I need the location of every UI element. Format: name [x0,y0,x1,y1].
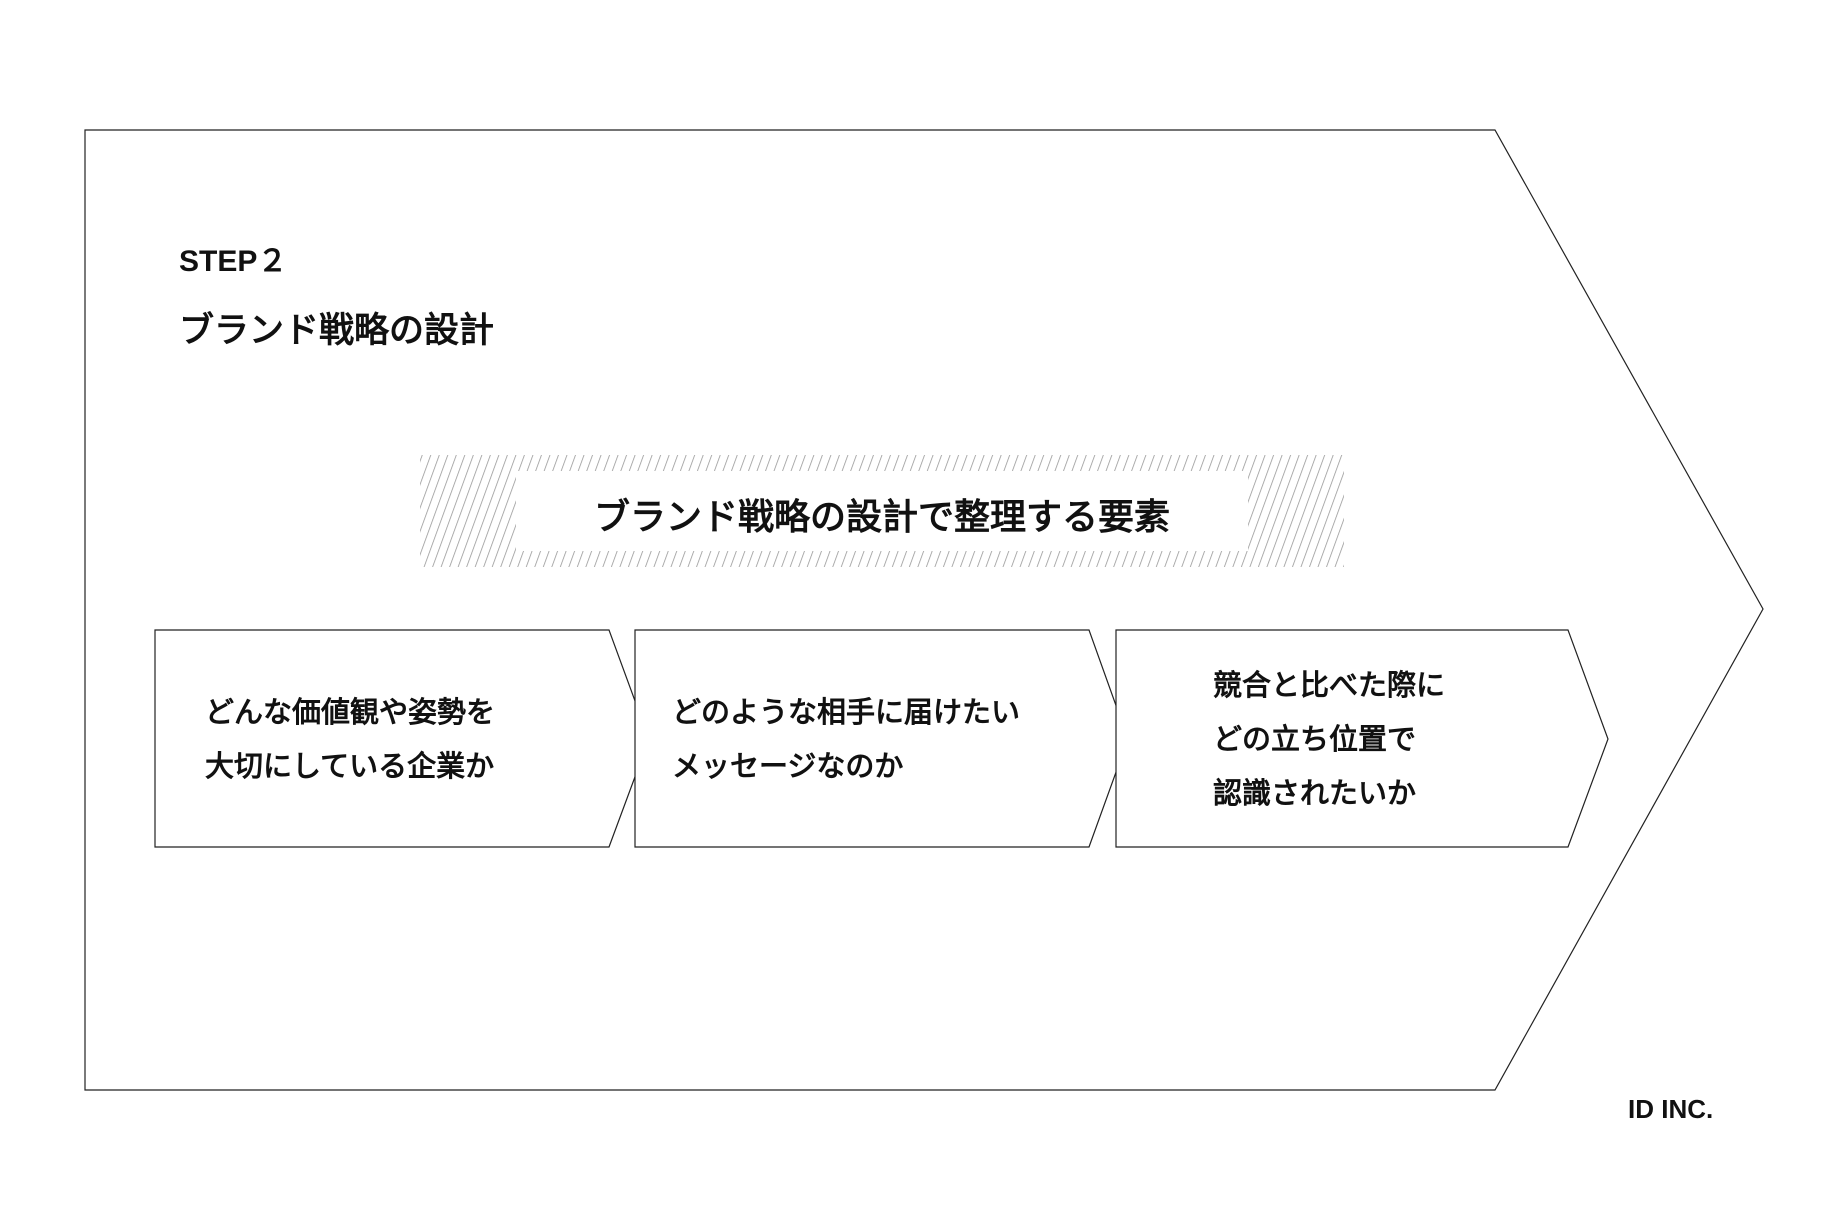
element-line: 大切にしている企業か [205,748,495,783]
element-line: 認識されたいか [1213,775,1417,810]
element-box-3: 競合と比べた際にどの立ち位置で認識されたいか [1213,630,1445,847]
element-line: どんな価値観や姿勢を [205,694,496,729]
element-line: どのような相手に届けたい [672,694,1021,729]
element-line: メッセージなのか [672,748,904,783]
chevron-1 [154,629,650,848]
big-arrow [84,129,1764,1091]
company-logo: ID INC. [1628,1094,1714,1124]
heading-inner-box [516,471,1248,551]
element-line: 競合と比べた際に [1213,667,1446,702]
element-line: どの立ち位置で [1213,721,1417,756]
chevron-3 [1115,629,1609,848]
page-title: ブランド戦略の設計 [179,311,495,351]
chevron-2 [634,629,1129,848]
step-label: STEP２ [179,245,288,278]
section-heading: ブランド戦略の設計で整理する要素 [593,497,1170,538]
element-box-1: どんな価値観や姿勢を大切にしている企業か [205,630,495,847]
element-box-2: どのような相手に届けたいメッセージなのか [672,630,1020,847]
